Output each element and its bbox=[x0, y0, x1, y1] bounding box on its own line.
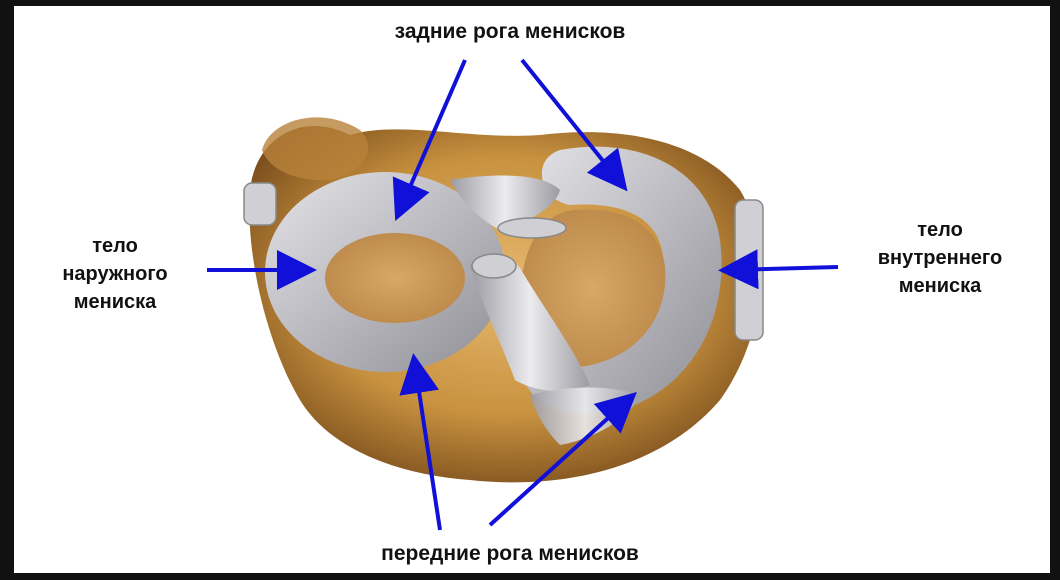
label-anterior-horns: передние рога менисков bbox=[250, 540, 770, 568]
label-lateral-meniscus-body: тело наружного мениска bbox=[40, 232, 190, 316]
label-posterior-horns: задние рога менисков bbox=[300, 18, 720, 46]
label-medial-meniscus-body: тело внутреннего мениска bbox=[845, 216, 1035, 300]
